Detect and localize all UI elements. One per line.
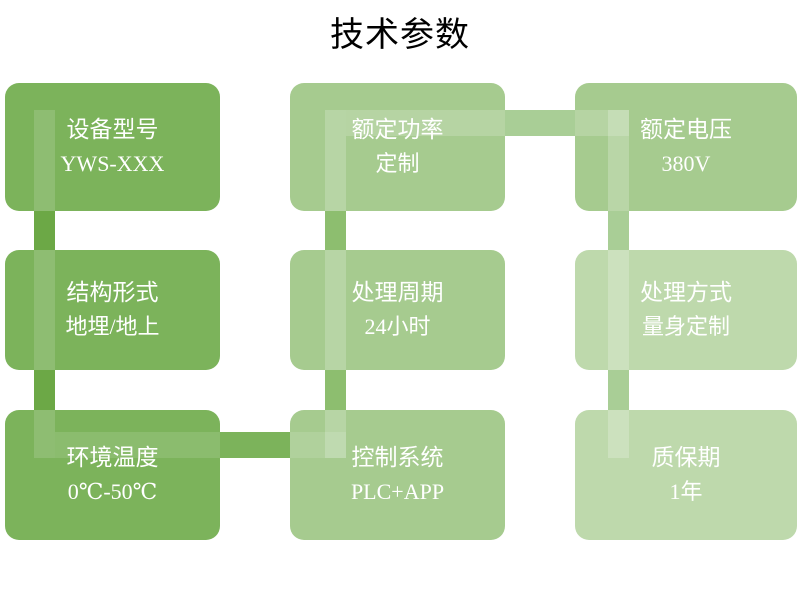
node-label: 额定功率 bbox=[351, 117, 444, 142]
node-rated-power[interactable]: 额定功率 定制 bbox=[290, 83, 505, 211]
node-value: 0℃-50℃ bbox=[67, 479, 158, 504]
node-value: YWS-XXX bbox=[60, 151, 165, 176]
node-value: 量身定制 bbox=[641, 314, 730, 339]
node-device-model[interactable]: 设备型号 YWS-XXX bbox=[5, 83, 220, 211]
node-structure-type[interactable]: 结构形式 地埋/地上 bbox=[5, 250, 220, 370]
connector-vertical-right-row1-row2 bbox=[608, 200, 629, 258]
node-warranty-period[interactable]: 质保期 1年 bbox=[575, 410, 797, 540]
node-value: 380V bbox=[661, 151, 711, 176]
node-treatment-cycle[interactable]: 处理周期 24小时 bbox=[290, 250, 505, 370]
connector-vertical-middle-row1-row2 bbox=[325, 200, 346, 258]
connector-vertical-middle-row2-row3 bbox=[325, 360, 346, 418]
connector-vertical-left-row2-row3 bbox=[34, 360, 55, 418]
node-value: 1年 bbox=[669, 479, 703, 504]
node-control-system[interactable]: 控制系统 PLC+APP bbox=[290, 410, 505, 540]
node-rated-voltage[interactable]: 额定电压 380V bbox=[575, 83, 797, 211]
node-label: 处理周期 bbox=[351, 280, 444, 305]
node-value: 地埋/地上 bbox=[65, 314, 160, 339]
connector-vertical-right-row2-row3 bbox=[608, 360, 629, 418]
node-label: 设备型号 bbox=[66, 117, 159, 142]
page-title: 技术参数 bbox=[330, 15, 470, 55]
node-treatment-method[interactable]: 处理方式 量身定制 bbox=[575, 250, 797, 370]
node-label: 环境温度 bbox=[66, 445, 159, 470]
node-ambient-temperature[interactable]: 环境温度 0℃-50℃ bbox=[5, 410, 220, 540]
connector-vertical-left-row1-row2 bbox=[34, 200, 55, 258]
node-label: 质保期 bbox=[651, 445, 721, 470]
node-label: 结构形式 bbox=[66, 280, 159, 305]
node-label: 额定电压 bbox=[640, 117, 732, 142]
node-label: 控制系统 bbox=[351, 445, 444, 470]
node-value: 24小时 bbox=[364, 314, 431, 339]
node-value: PLC+APP bbox=[350, 479, 445, 504]
node-value: 定制 bbox=[375, 151, 420, 176]
node-label: 处理方式 bbox=[640, 280, 732, 305]
